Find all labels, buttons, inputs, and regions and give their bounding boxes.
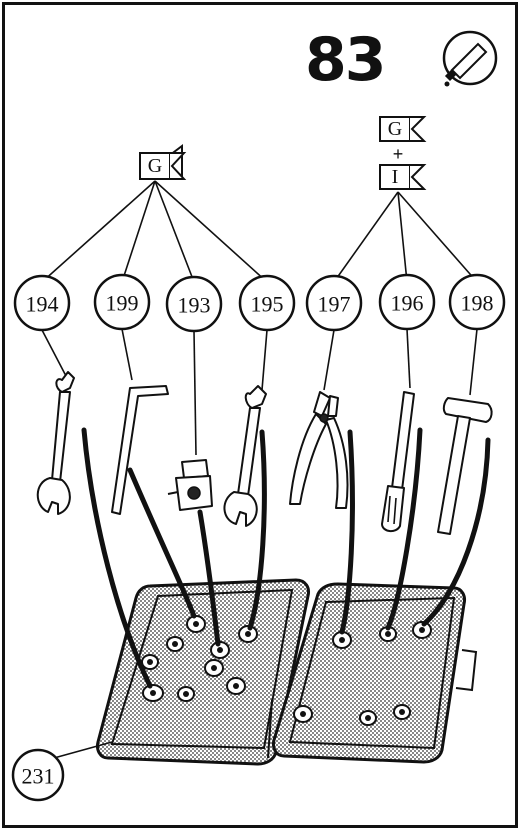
callout-label-193: 193 [178, 293, 211, 318]
socket-slot [238, 625, 258, 643]
callout-label-194: 194 [26, 292, 59, 317]
socket-slot [359, 710, 377, 726]
socket-slot [293, 705, 313, 723]
callout-195: 195 [238, 274, 296, 332]
socket-slot [210, 641, 230, 659]
callout-196: 196 [378, 273, 436, 331]
placement-arrows [81, 427, 491, 689]
socket-slot [379, 626, 397, 642]
socket-slot [412, 621, 432, 639]
socket-slot [186, 615, 206, 633]
socket-slot [393, 704, 411, 720]
screwdriver-icon [381, 391, 415, 532]
callout-label-199: 199 [106, 291, 139, 316]
callout-label-197: 197 [318, 292, 351, 317]
spark-plug-socket-icon [167, 459, 213, 511]
flag-letter-right-top: G [388, 118, 402, 140]
socket-slot [142, 684, 164, 702]
pliers-icon [289, 391, 349, 509]
callout-leaders [41, 328, 478, 456]
callout-label-195: 195 [251, 292, 284, 317]
flag-plus: + [393, 144, 404, 164]
hammer-icon [437, 397, 493, 535]
socket-slot [204, 659, 224, 677]
tool-case [96, 578, 478, 766]
socket-slot [141, 654, 159, 670]
group-lines [41, 180, 478, 283]
callout-label-196: 196 [391, 291, 424, 316]
case-sockets [141, 615, 432, 726]
callout-198: 198 [448, 273, 506, 331]
flag-letter-right-bottom: I [392, 166, 399, 188]
page-frame [2, 2, 518, 828]
socket-slot [166, 636, 184, 652]
combination-wrench-icon [223, 385, 267, 527]
callout-197: 197 [305, 274, 363, 332]
callout-label-198: 198 [461, 291, 494, 316]
tool-group-flag-left: G [139, 144, 187, 180]
socket-slot [177, 686, 195, 702]
callout-231: 231 [11, 748, 65, 802]
callout-199: 199 [93, 273, 151, 331]
callout-193: 193 [165, 275, 223, 333]
hex-key-icon [111, 385, 169, 515]
grease-tube-icon [442, 30, 498, 87]
callout-label-231: 231 [22, 764, 55, 789]
flag-letter-left: G [148, 155, 162, 177]
callout-194: 194 [13, 274, 71, 332]
socket-slot [226, 677, 246, 695]
tool-group-flag-right: G + I [379, 116, 427, 190]
open-end-wrench-icon [36, 371, 75, 515]
page-number: 83 [305, 25, 385, 95]
